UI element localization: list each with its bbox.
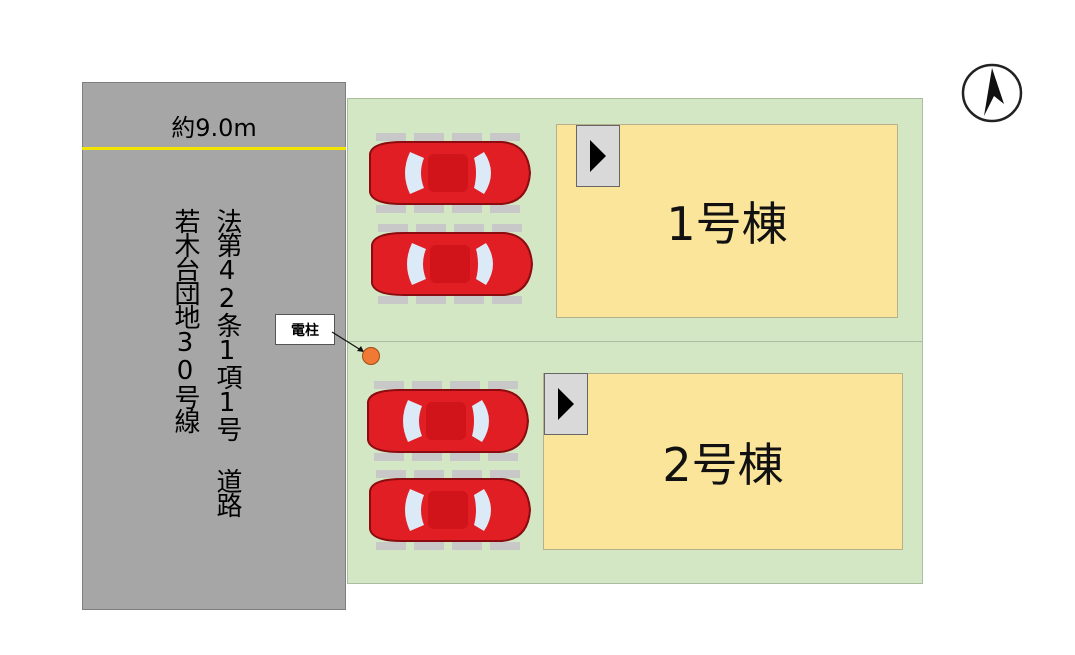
entry-marker-2 bbox=[544, 373, 588, 435]
house-1-label: 1号棟 bbox=[666, 197, 788, 251]
car-icon bbox=[371, 224, 534, 304]
house-2: 2号棟 bbox=[543, 373, 903, 550]
utility-pole-icon bbox=[362, 347, 380, 365]
play-triangle-icon bbox=[590, 140, 606, 172]
play-triangle-icon bbox=[558, 388, 574, 420]
utility-pole-label-text: 電柱 bbox=[291, 322, 319, 339]
entry-marker-1 bbox=[576, 125, 620, 187]
car-icon bbox=[367, 381, 530, 461]
road-width-label: 約9.0m bbox=[171, 114, 257, 142]
car-icon bbox=[369, 470, 532, 550]
utility-pole-label: 電柱 bbox=[275, 314, 335, 345]
house-2-label: 2号棟 bbox=[662, 437, 784, 492]
car-icon bbox=[369, 133, 532, 213]
road-name-text: 若木台団地30号線 bbox=[170, 208, 200, 432]
road bbox=[82, 82, 346, 610]
road-center-line bbox=[82, 147, 346, 150]
north-arrow-icon bbox=[961, 63, 1023, 123]
road-legal-text: 法第42条1項1号 道路 bbox=[212, 208, 242, 516]
